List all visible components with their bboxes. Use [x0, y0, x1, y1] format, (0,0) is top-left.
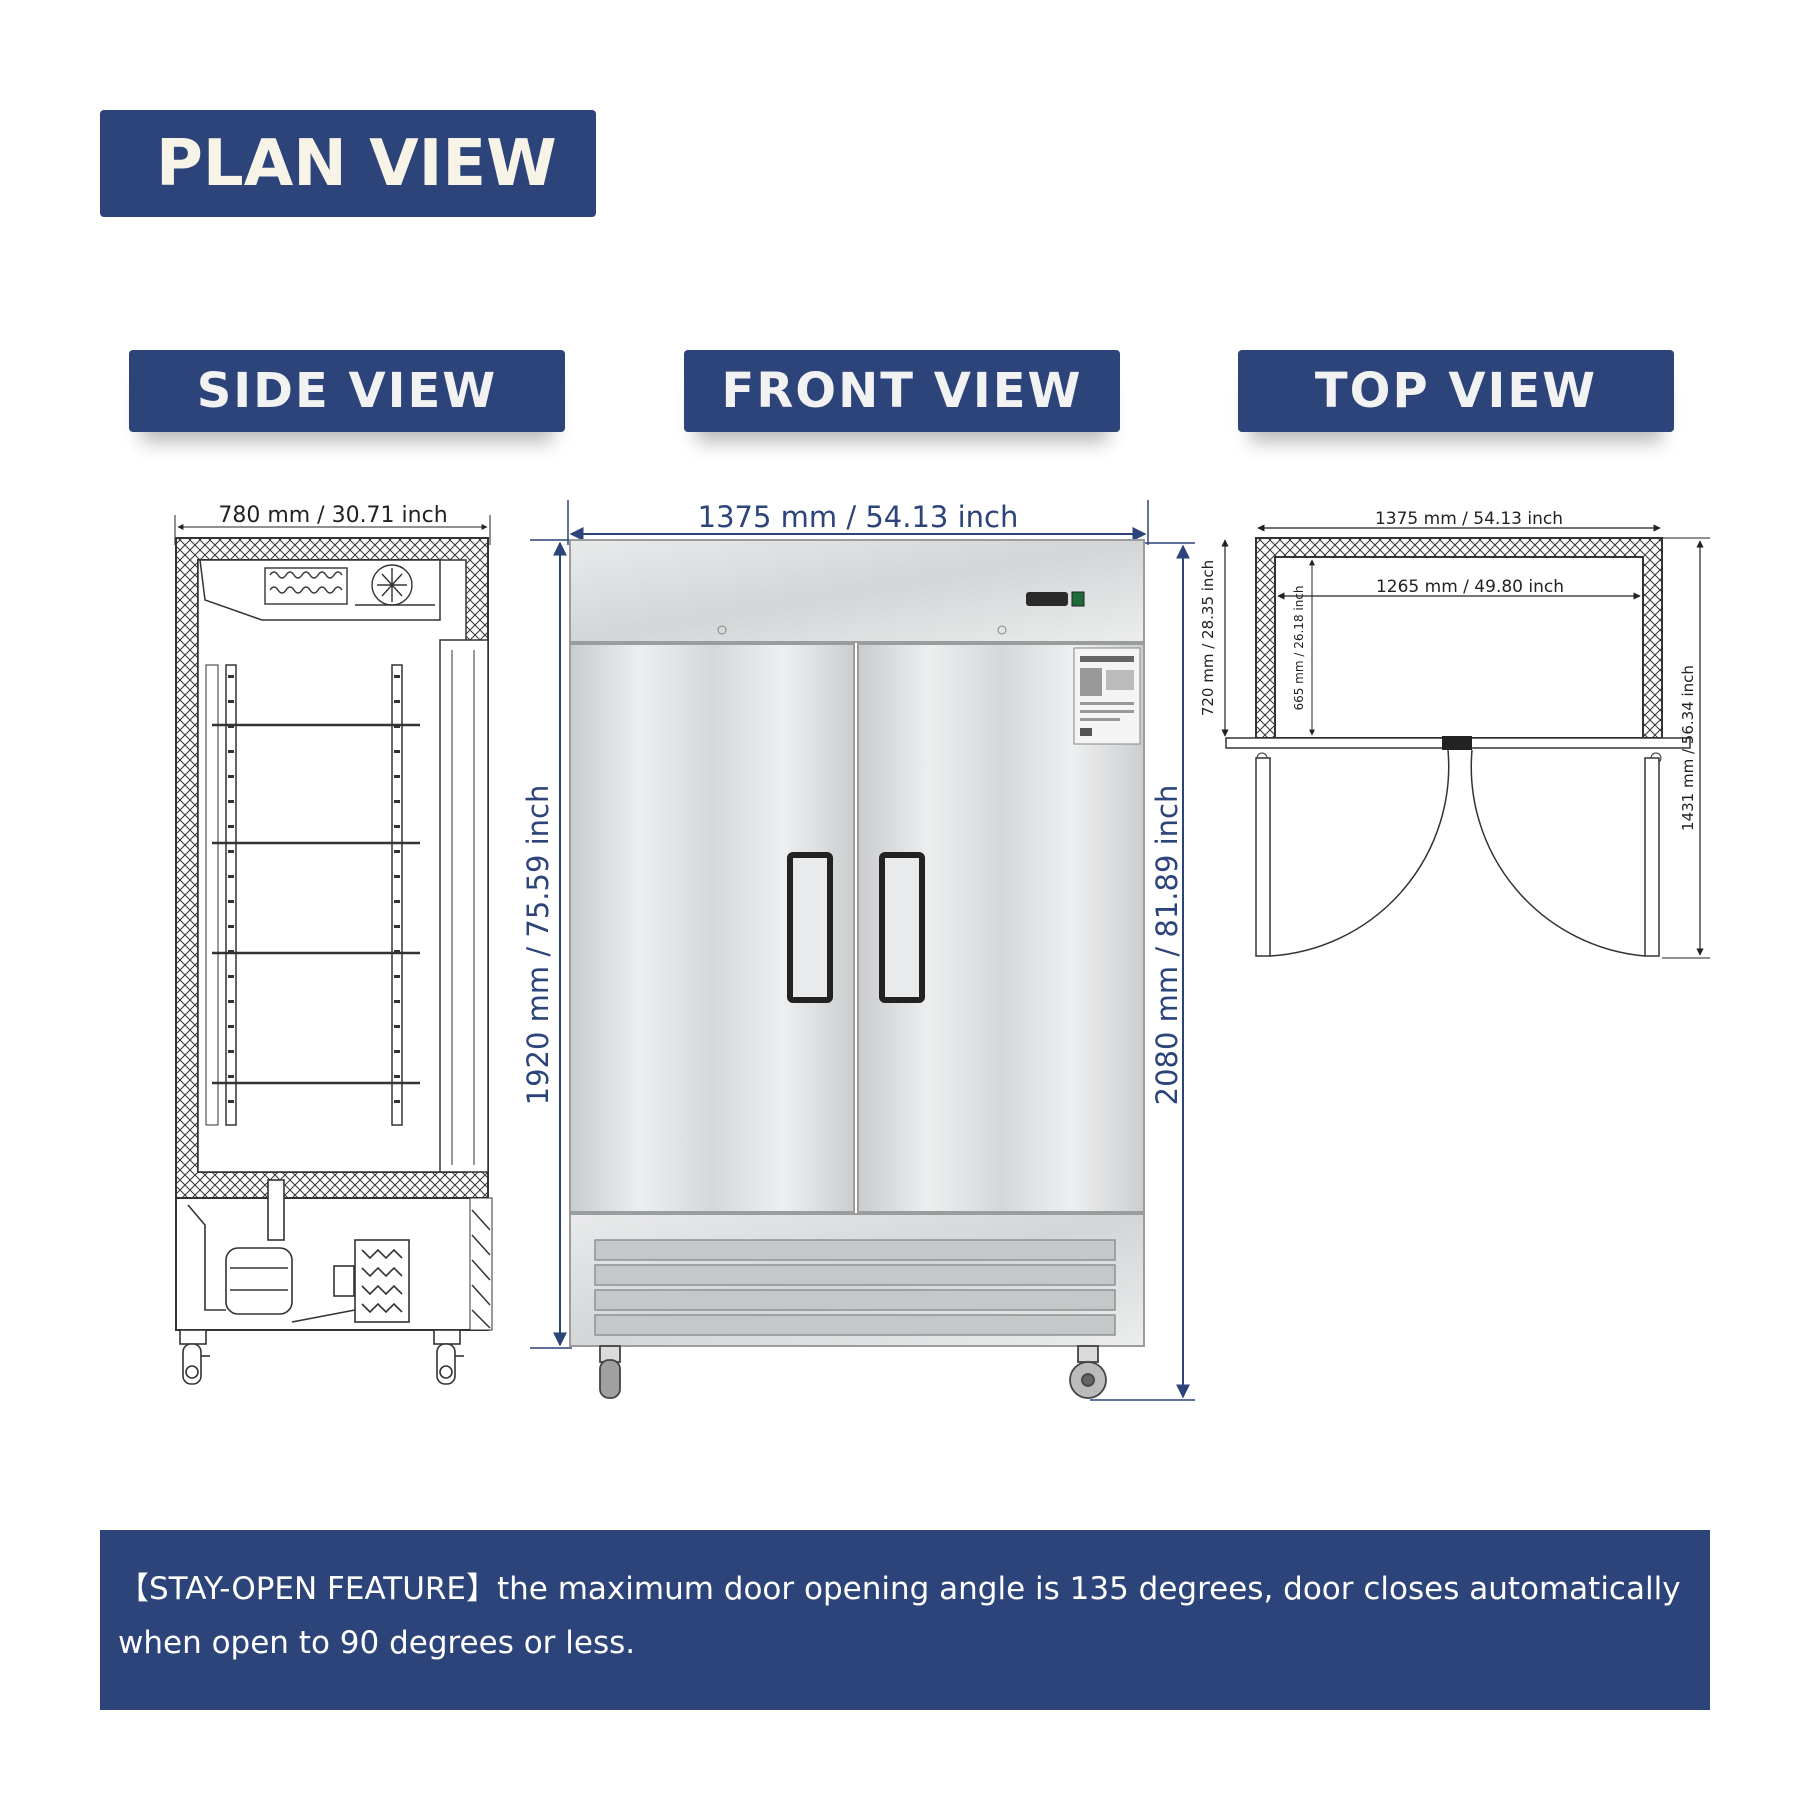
top-inner-width-label: 1265 mm / 49.80 inch — [1376, 577, 1564, 597]
thermostat-display — [1026, 592, 1068, 606]
power-switch — [1071, 591, 1085, 607]
spec-label — [1073, 647, 1141, 745]
top-outer-width-label: 1375 mm / 54.13 inch — [1375, 509, 1563, 529]
top-view-drawing: 1375 mm / 54.13 inch 1265 mm / 49.80 inc… — [1199, 509, 1710, 959]
stay-open-feature-note: 【STAY-OPEN FEATURE】the maximum door open… — [100, 1530, 1710, 1710]
top-view-title: TOP VIEW — [1238, 350, 1674, 432]
left-door-handle — [787, 852, 833, 1003]
front-height-label: 1920 mm / 75.59 inch — [521, 785, 555, 1106]
plan-view-title: PLAN VIEW — [100, 110, 596, 217]
right-door-handle — [879, 852, 925, 1003]
side-width-label: 780 mm / 30.71 inch — [218, 503, 447, 528]
front-view-title: FRONT VIEW — [684, 350, 1120, 432]
louver-grille — [594, 1239, 1116, 1336]
front-width-label: 1375 mm / 54.13 inch — [698, 500, 1019, 534]
side-view-drawing: 780 mm / 30.71 inch — [174, 503, 493, 1385]
side-view-title: SIDE VIEW — [129, 350, 565, 432]
top-outer-depth-label: 720 mm / 28.35 inch — [1199, 560, 1217, 716]
top-open-depth-label: 1431 mm / 56.34 inch — [1679, 665, 1697, 831]
top-inner-depth-label: 665 mm / 26.18 inch — [1292, 585, 1306, 710]
front-overall-height-label: 2080 mm / 81.89 inch — [1150, 785, 1184, 1106]
front-view-drawing: 1375 mm / 54.13 inch 1920 mm / 75.59 inc… — [521, 500, 1195, 1401]
